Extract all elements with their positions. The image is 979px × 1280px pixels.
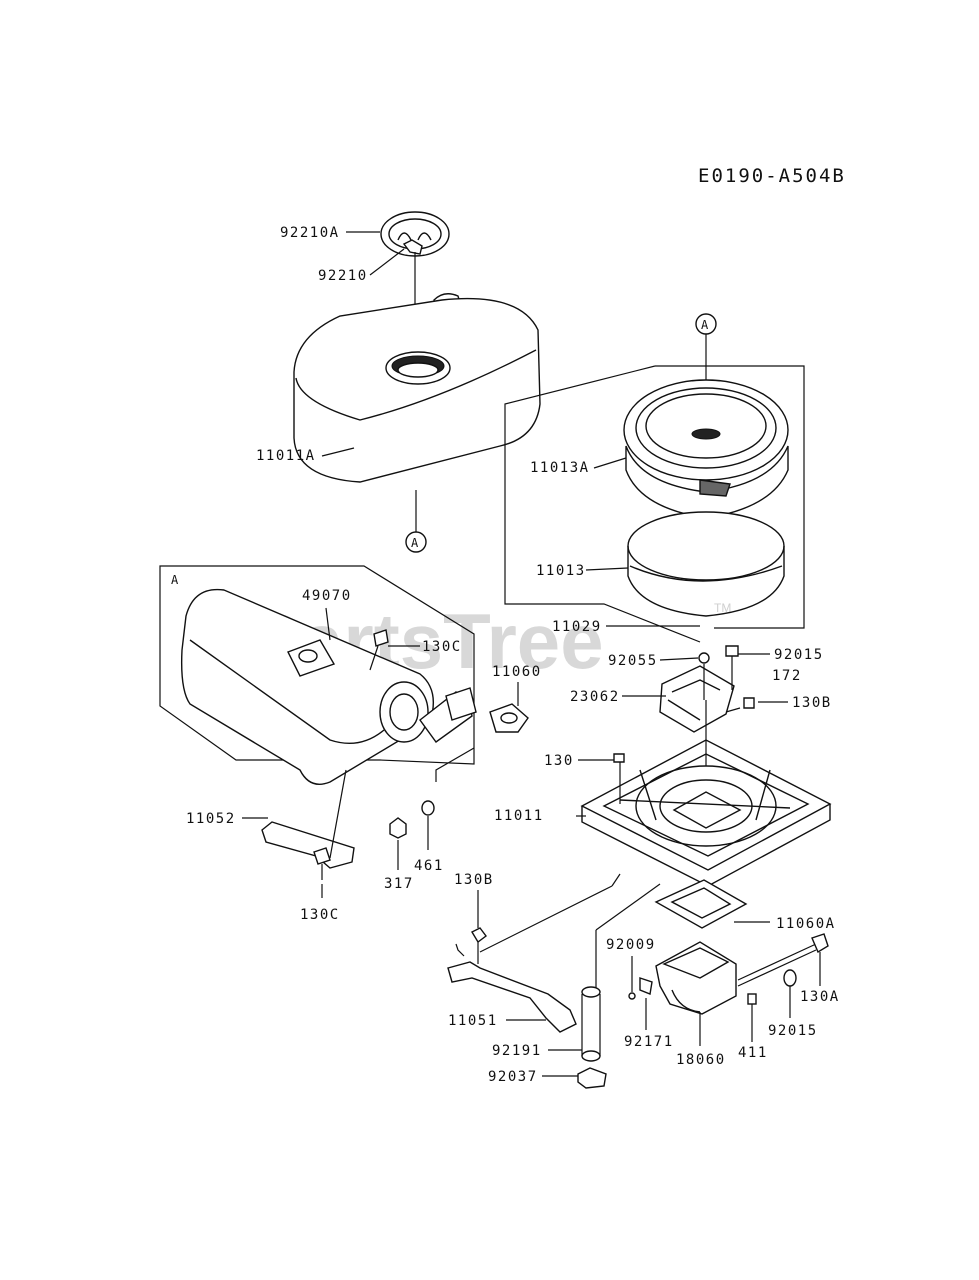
label-92009: 92009 [606,937,656,953]
nut-317 [389,817,407,839]
ref-marker-top-text: A [701,318,709,332]
clamp-92037 [577,1067,607,1089]
diagram-code: E0190-A504B [698,165,846,187]
bolt-130C-bottom [313,847,331,865]
ref-marker-bottom: A [411,536,419,550]
label-92191: 92191 [492,1043,542,1059]
nut-411 [747,993,757,1005]
leader-lines [242,231,821,1077]
elbow-18060 [628,941,737,1015]
label-411: 411 [738,1045,768,1061]
label-92015-top: 92015 [774,647,824,663]
gasket-11060A [654,879,748,929]
label-130B-right: 130B [792,695,832,711]
bolt-130C-top [373,629,389,647]
label-49070: 49070 [302,588,352,604]
label-92210: 92210 [318,268,368,284]
washer-92015-bottom [783,969,797,987]
label-92055: 92055 [608,653,658,669]
label-23062: 23062 [570,689,620,705]
label-18060: 18060 [676,1052,726,1068]
breather-bracket-23062 [659,645,755,766]
label-130: 130 [544,753,574,769]
air-cleaner-cover [293,211,541,483]
label-11013: 11013 [536,563,586,579]
label-11051: 11051 [448,1013,498,1029]
air-cleaner-base [580,739,832,887]
label-92015-bottom: 92015 [768,1023,818,1039]
label-461: 461 [414,858,444,874]
hose-92191 [581,883,661,1062]
label-11052: 11052 [186,811,236,827]
bolt-130 [613,753,625,763]
label-11060: 11060 [492,664,542,680]
bracket-11051 [447,961,577,1033]
label-130C-top: 130C [422,639,462,655]
muffler-section-frame [159,565,475,765]
part-labels: 92210A 92210 11011A 11013A 11013 11029 9… [186,225,840,1085]
label-11060A: 11060A [776,916,836,932]
filter-element-11013A [623,379,789,519]
label-172: 172 [772,668,802,684]
label-11029: 11029 [552,619,602,635]
label-11011A: 11011A [256,448,316,464]
filter-element-11013 [627,511,785,617]
label-130A: 130A [800,989,840,1005]
label-11013A: 11013A [530,460,590,476]
watermark-tm: TM [714,601,731,615]
bracket-11052 [261,821,355,869]
label-130B-left: 130B [454,872,494,888]
label-92037: 92037 [488,1069,538,1085]
bolt-130B-left [471,927,487,944]
label-11011: 11011 [494,808,544,824]
label-130C-bottom: 130C [300,907,340,923]
bolt-130A [811,933,829,954]
gasket-11060 [489,703,529,733]
muffler-49070 [180,588,477,785]
label-317: 317 [384,876,414,892]
section-ref: A [171,573,179,587]
washer-461 [421,800,435,816]
label-92171: 92171 [624,1034,674,1050]
label-92210A: 92210A [280,225,340,241]
